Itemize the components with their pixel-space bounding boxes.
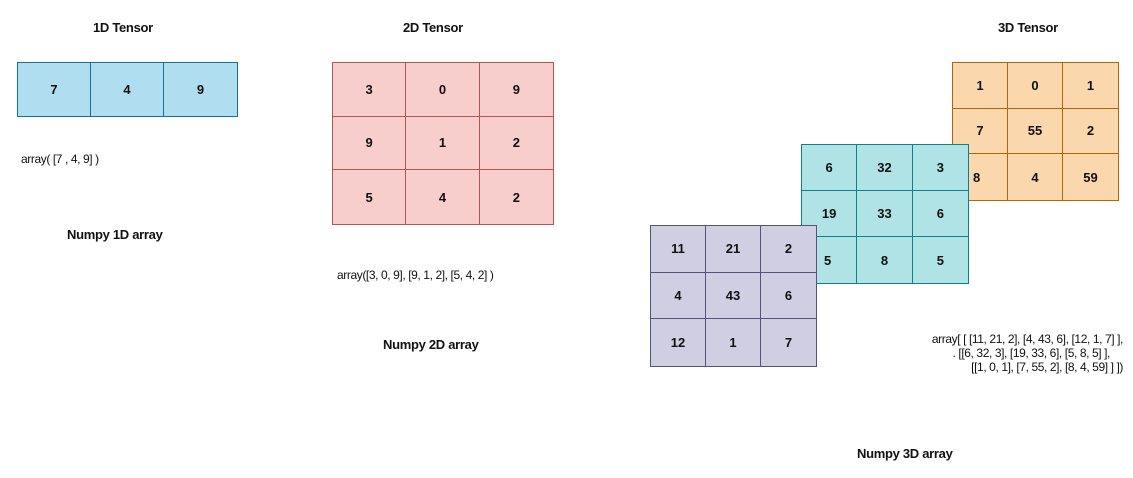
tensor-3d-cell: 5 [802, 237, 858, 283]
tensor-3d-code: array[ [ [11, 21, 2], [4, 43, 6], [12, 1… [931, 332, 1124, 374]
tensor-3d-cell: 19 [802, 191, 858, 237]
tensor-3d-title: 3D Tensor [998, 20, 1058, 35]
tensor-3d-cell: 1 [1063, 63, 1118, 109]
tensor-3d-cell: 2 [761, 226, 816, 273]
tensor-3d-cell: 5 [936, 252, 944, 268]
tensor-3d-cell: 8 [953, 154, 1008, 200]
tensor-3d-caption: Numpy 3D array [857, 446, 953, 461]
tensor-2d-cell: 0 [406, 63, 480, 117]
tensor-3d-cell: 2 [1063, 109, 1118, 155]
tensor-3d-cell: 0 [1008, 63, 1063, 109]
tensor-2d-cell: 9 [333, 116, 407, 171]
tensor-2d-grid: 3 0 9 9 1 2 5 4 2 [332, 62, 554, 225]
tensor-3d-cell: 4 [651, 272, 706, 320]
tensor-1d-cell: 7 [18, 63, 91, 116]
tensor-3d-cell: 3 [912, 145, 968, 191]
tensor-1d-title: 1D Tensor [93, 20, 153, 35]
tensor-2d-cell: 4 [406, 170, 480, 224]
tensor-1d-code: array( [7 , 4, 9] ) [21, 152, 99, 166]
tensor-2d-cell: 2 [479, 117, 553, 171]
tensor-3d-code-line: [[1, 0, 1], [7, 55, 2], [8, 4, 59] ] ]) [971, 360, 1123, 374]
tensor-2d-cell: 3 [333, 63, 407, 117]
tensor-3d-cell: 1 [953, 63, 1008, 109]
tensor-3d-cell: 4 [1008, 154, 1063, 200]
tensor-2d-code: array([3, 0, 9], [9, 1, 2], [5, 4, 2] ) [337, 268, 494, 282]
tensor-3d-cell: 6 [761, 273, 816, 320]
tensor-2d-cell: 2 [512, 189, 520, 205]
tensor-1d-grid: 7 4 9 [17, 62, 238, 117]
tensor-3d-code-line: . [[6, 32, 3], [19, 33, 6], [5, 8, 5] ], [952, 346, 1111, 360]
tensor-2d-cell: 9 [479, 63, 553, 117]
tensor-3d-layer-back: 1 0 1 7 55 2 8 4 59 [952, 62, 1119, 201]
tensor-2d-caption: Numpy 2D array [383, 337, 479, 352]
tensor-1d-caption: Numpy 1D array [67, 227, 163, 242]
tensor-3d-cell: 6 [802, 145, 858, 191]
tensor-3d-cell: 1 [706, 319, 761, 366]
tensor-3d-code-line: array[ [ [11, 21, 2], [4, 43, 6], [12, 1… [931, 332, 1124, 346]
tensor-3d-cell: 32 [857, 145, 913, 191]
tensor-1d-cell: 9 [196, 82, 205, 97]
tensor-3d-cell: 7 [784, 335, 793, 351]
tensor-1d-cell: 4 [91, 63, 164, 116]
tensor-3d-cell: 55 [1008, 108, 1063, 155]
tensor-2d-cell: 1 [406, 116, 480, 171]
tensor-3d-cell: 8 [857, 237, 913, 283]
tensor-3d-cell: 11 [651, 226, 706, 273]
tensor-3d-cell: 21 [706, 226, 761, 273]
tensor-3d-cell: 12 [651, 319, 706, 366]
tensor-3d-layer-front: 11 21 2 4 43 6 12 1 7 [650, 225, 817, 367]
tensor-3d-layer-middle: 6 32 3 19 33 6 5 8 5 [801, 144, 969, 284]
tensor-3d-cell: 59 [1083, 169, 1098, 185]
tensor-2d-title: 2D Tensor [403, 20, 463, 35]
tensor-3d-cell: 7 [953, 108, 1008, 155]
tensor-3d-cell: 33 [857, 191, 913, 237]
tensor-3d-cell: 43 [706, 272, 761, 320]
tensor-3d-cell: 6 [912, 191, 968, 237]
tensor-2d-cell: 5 [333, 170, 407, 224]
